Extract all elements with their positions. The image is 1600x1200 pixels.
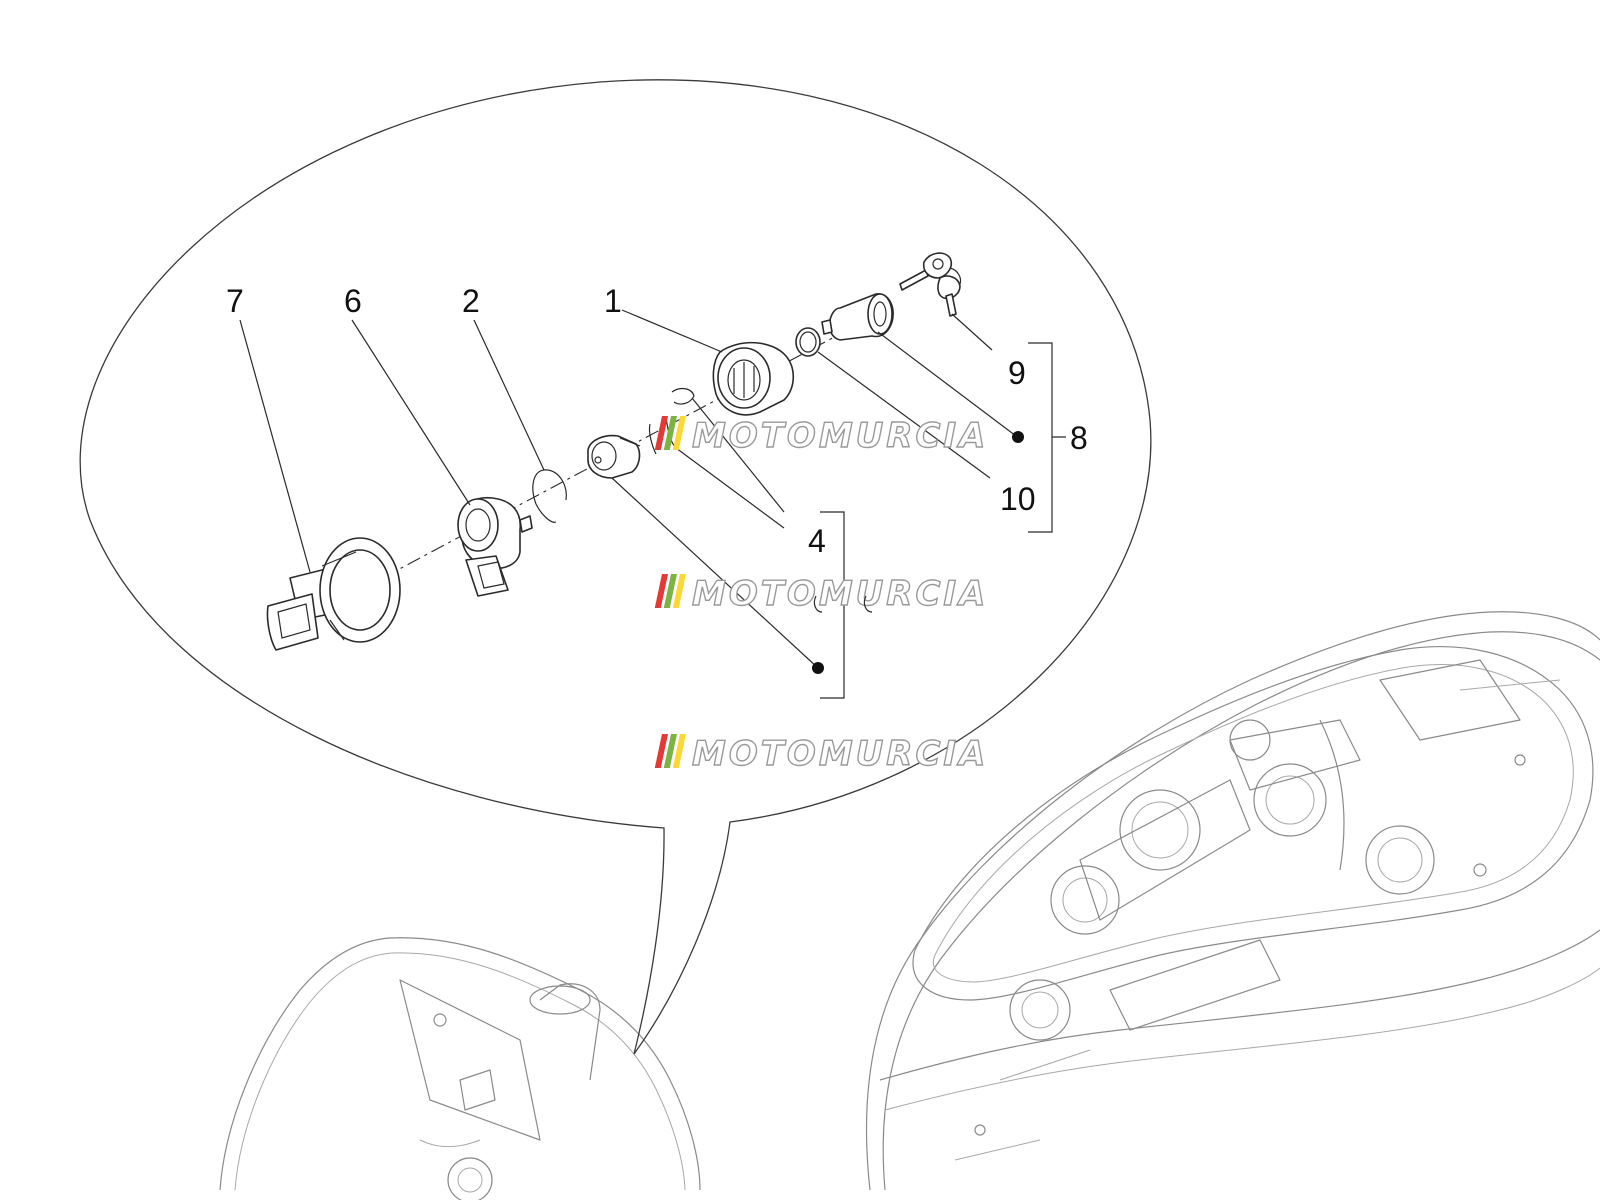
watermark-stripe [654,416,668,450]
leader-10 [817,351,991,479]
part-2-spring-clip [532,469,567,523]
scooter-frame-front [219,937,701,1200]
watermark-text: MOTOMURCIA [692,574,988,614]
callout-number-8: 8 [1070,420,1088,456]
watermark-stripe [663,416,677,450]
leader-3 [611,477,819,669]
watermark-stripe [654,574,668,608]
callout-number-7: 7 [226,283,244,319]
callout-number-1: 1 [604,283,622,319]
small-spring-marker-left [813,595,823,613]
leader-1 [621,309,723,353]
leader-4b [691,397,785,513]
watermark-text: MOTOMURCIA [692,734,988,774]
small-spring-marker-right [863,595,873,613]
leader-7 [239,319,311,573]
watermark-stripe [663,574,677,608]
callout-number-6: 6 [344,283,362,319]
watermark-middle: MOTOMURCIA [654,573,988,615]
leader-6 [351,319,471,506]
scooter-frame-rear [865,611,1600,1191]
watermark-stripe [663,734,677,768]
part-lock-cylinder [821,293,894,341]
leader-2 [473,319,545,471]
part-1-lock-body [712,341,795,416]
leader-lines [239,309,1017,669]
leader-9 [951,313,993,351]
callout-number-10: 10 [1000,481,1036,517]
part-10-oring [795,327,821,357]
part-9-keys [899,252,962,317]
bracket-group-4 [820,511,845,699]
watermark-top: MOTOMURCIA [654,415,988,457]
detail-callout-bubble [79,79,1152,1055]
watermark-stripe [672,734,686,768]
watermark-stripe [654,734,668,768]
watermark-stripe [672,574,686,608]
part-7-lock-housing [266,537,401,651]
watermark-text: MOTOMURCIA [692,416,988,456]
watermark-bottom: MOTOMURCIA [654,733,988,775]
callout-number-9: 9 [1008,355,1026,391]
callout-number-4: 4 [808,523,826,559]
part-6-ignition-switch [457,496,533,597]
leader-4 [675,447,785,529]
bracket-group-8 [1028,342,1066,533]
bullet-dot-cylinder [1012,431,1024,443]
bullet-dot-cam [812,662,824,674]
watermark-stripe [672,416,686,450]
callout-number-2: 2 [462,283,480,319]
part-lock-cam [587,434,641,479]
leader-8-cyl [877,331,1017,437]
